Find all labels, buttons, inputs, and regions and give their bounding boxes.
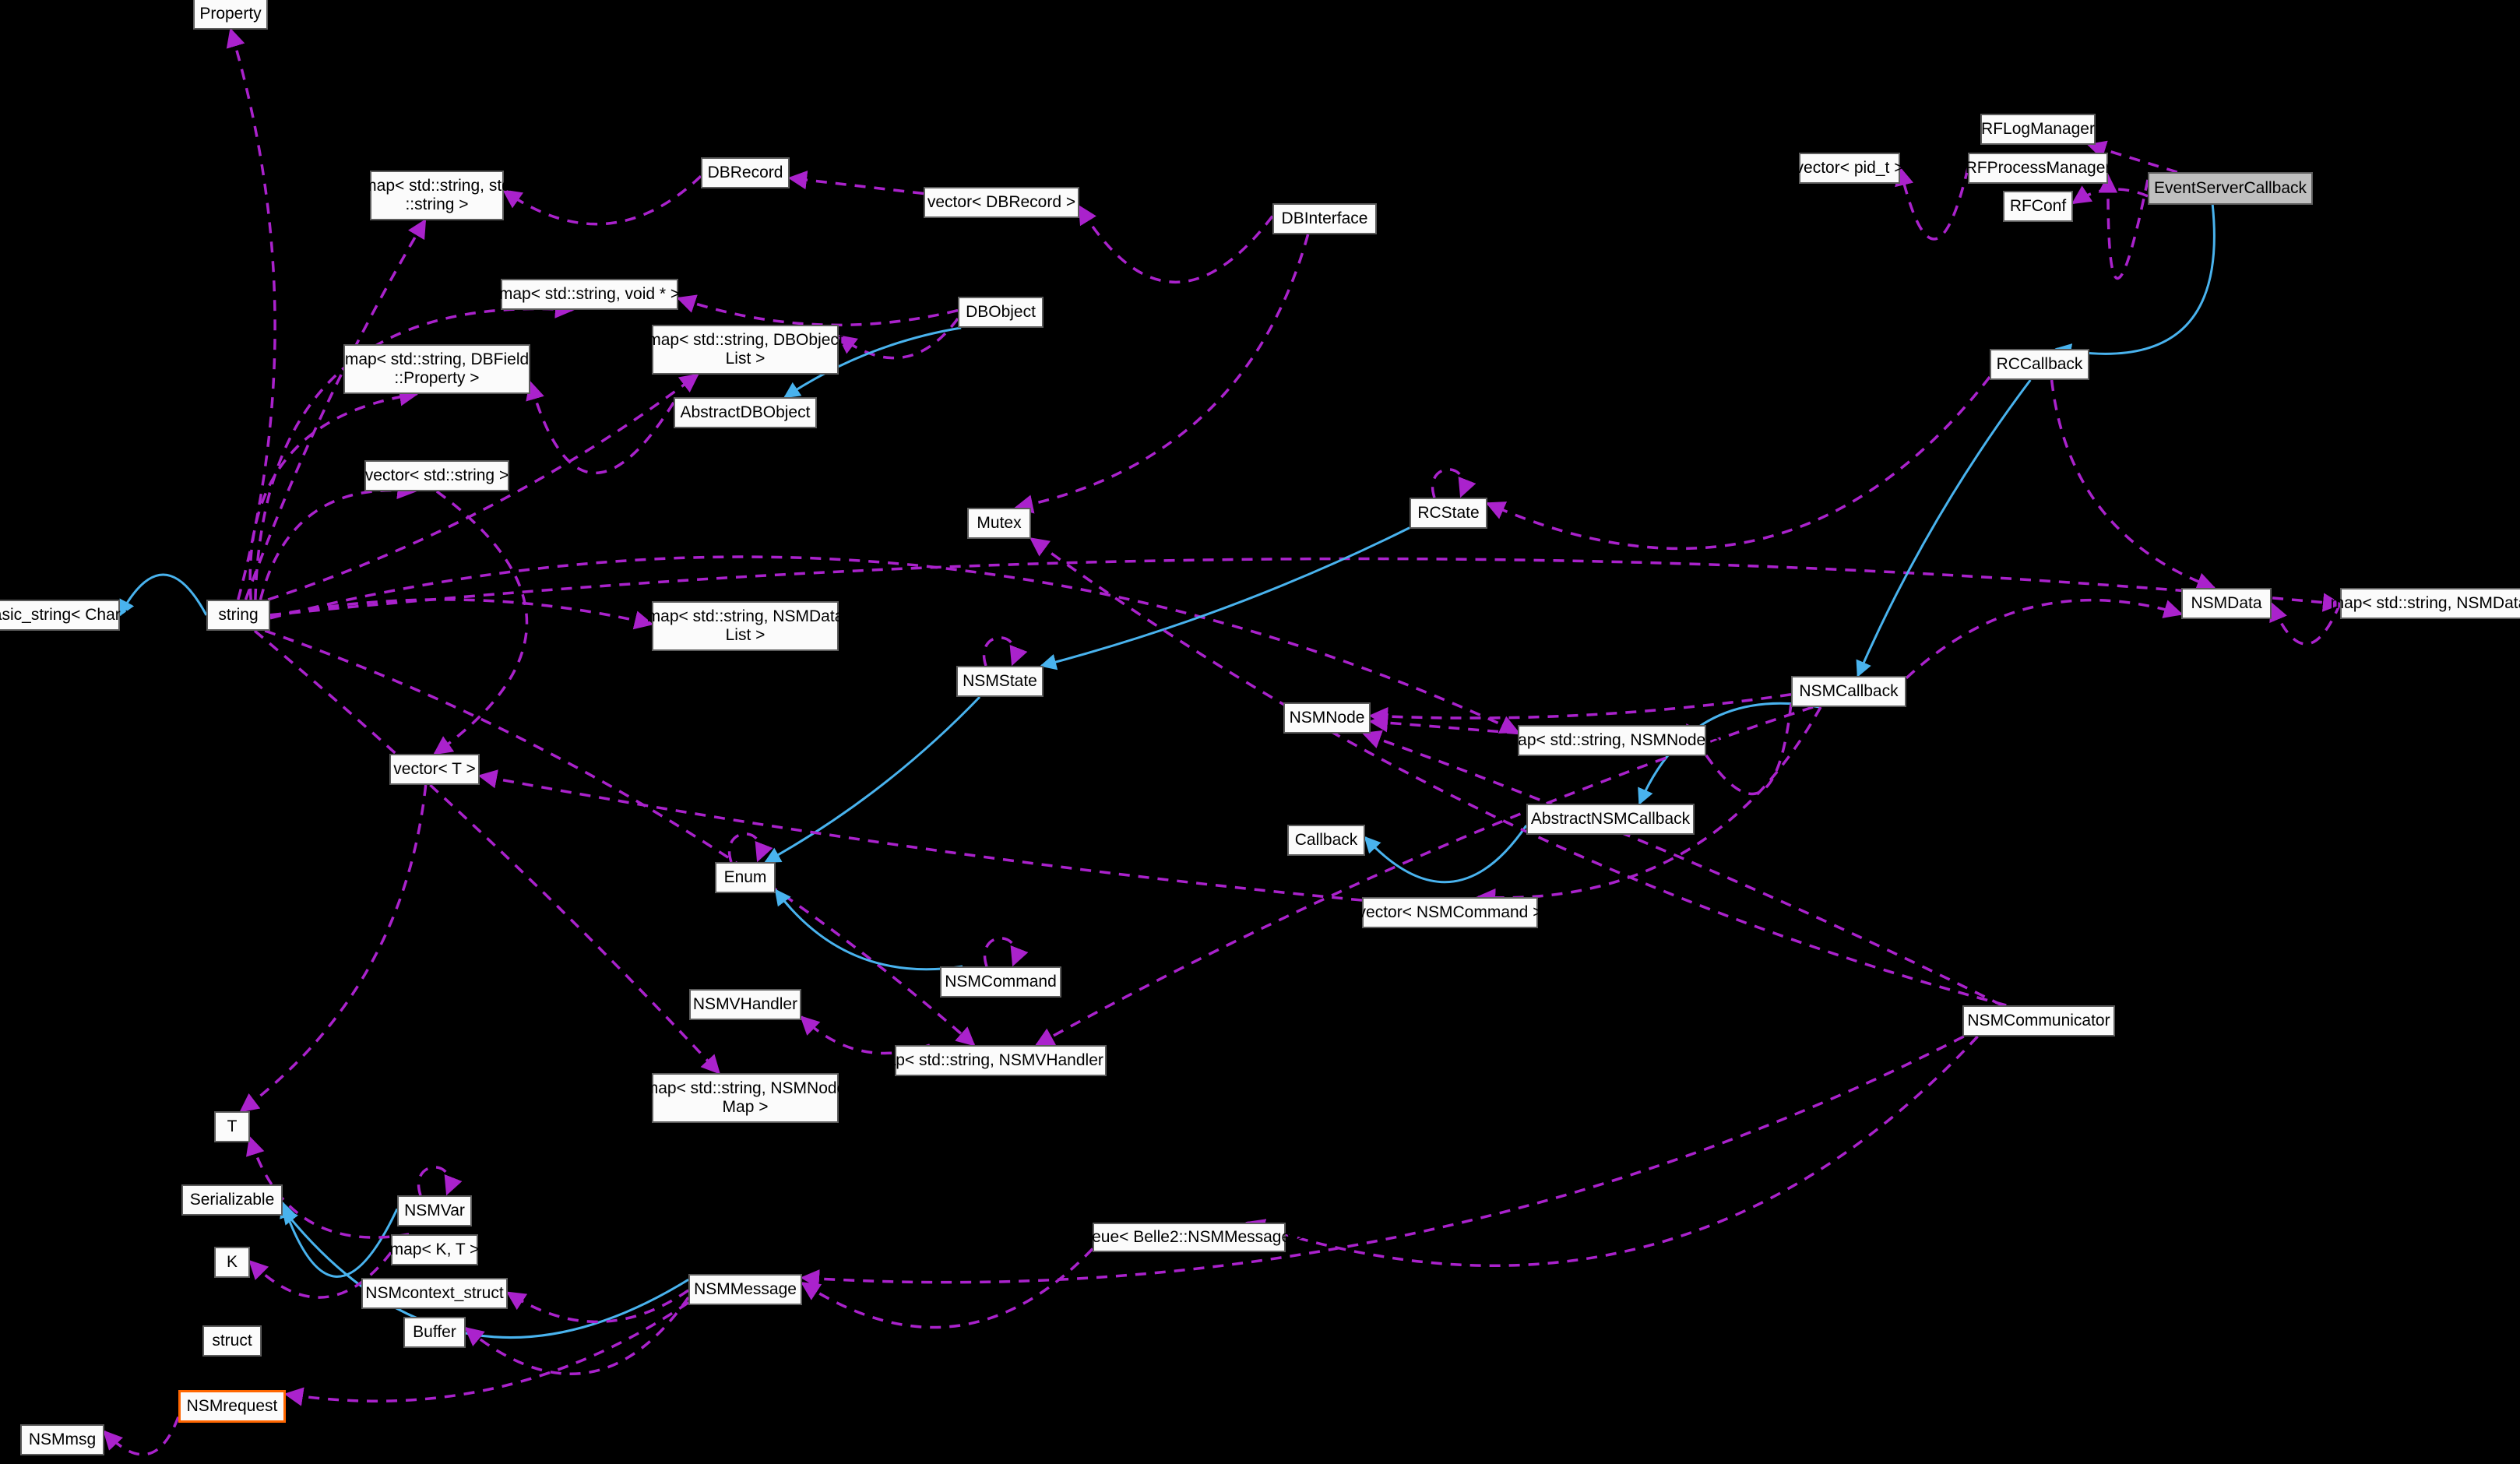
class-node-map_k_t[interactable]: map< K, T > xyxy=(390,1234,479,1265)
class-node-eventservercallback[interactable]: EventServerCallback xyxy=(2148,172,2313,205)
edge-eventservercallback-to-rfconf xyxy=(2071,185,2149,205)
class-node-queue_nsmmessage[interactable]: queue< Belle2::NSMMessage > xyxy=(1074,1223,1304,1252)
class-node-nsmvar[interactable]: NSMVar xyxy=(397,1195,472,1226)
class-node-rfconf[interactable]: RFConf xyxy=(2003,191,2073,222)
class-node-map_string_nsmdata[interactable]: map< std::string, NSMData > xyxy=(2331,588,2520,619)
class-node-vector_nsmcommand[interactable]: vector< NSMCommand > xyxy=(1358,897,1542,928)
edge-dbobject-to-map_string_voidp xyxy=(676,294,959,327)
edge-vector_dbrecord-to-dbrecord xyxy=(787,170,924,195)
edge-map_string_nsmnode-to-nsmnode xyxy=(1368,713,1519,735)
edge-vector_t-to-t xyxy=(239,784,428,1113)
edge-nsmmessage-to-serializable xyxy=(281,1207,689,1339)
class-node-serializable[interactable]: Serializable xyxy=(181,1184,283,1216)
edge-nsmmessage-to-nsmcontext_struct xyxy=(505,1289,689,1324)
edge-string-to-map_string_nsmdatalist xyxy=(269,598,654,630)
edge-rcstate-to-rcstate xyxy=(1431,468,1476,498)
class-node-rfprocessmanager[interactable]: RFProcessManager xyxy=(1966,153,2110,184)
edge-nsmrequest-to-nsmmsg xyxy=(103,1416,180,1456)
edge-vector_nsmcommand-to-vector_t xyxy=(477,769,1363,902)
class-node-buffer[interactable]: Buffer xyxy=(403,1317,466,1348)
edge-nsmcommand-to-nsmcommand xyxy=(983,937,1029,967)
class-node-string[interactable]: string xyxy=(206,600,270,631)
edge-string-to-map_string_string xyxy=(244,218,427,600)
edge-rcstate-to-nsmstate xyxy=(1040,526,1410,670)
class-node-map_string_nsmvhandler[interactable]: map< std::string, NSMVHandler * > xyxy=(873,1045,1128,1076)
class-node-rccallback[interactable]: RCCallback xyxy=(1990,349,2089,380)
edge-nsmcallback-to-nsmnode xyxy=(1368,693,1792,727)
class-node-abstractnsmcallback[interactable]: AbstractNSMCallback xyxy=(1526,804,1695,835)
edge-string-to-map_string_nsmnodemap xyxy=(253,629,721,1075)
class-node-nsmmsg[interactable]: NSMmsg xyxy=(20,1424,104,1455)
class-node-rflogmanager[interactable]: RFLogManager xyxy=(1980,114,2096,145)
edge-queue_nsmmessage-to-nsmmessage xyxy=(800,1248,1094,1329)
class-node-t[interactable]: T xyxy=(214,1111,250,1142)
class-node-nsmmessage[interactable]: NSMMessage xyxy=(688,1274,802,1305)
edge-dbinterface-to-mutex xyxy=(1013,234,1310,514)
class-node-rcstate[interactable]: RCState xyxy=(1410,498,1487,529)
edge-nsmmessage-to-nsmrequest xyxy=(283,1301,689,1406)
edge-string-to-vector_string xyxy=(259,480,417,600)
class-node-vector_string[interactable]: vector< std::string > xyxy=(364,460,509,491)
class-node-abstractdbobject[interactable]: AbstractDBObject xyxy=(674,397,817,428)
class-node-nsmnode[interactable]: NSMNode xyxy=(1283,702,1371,734)
edge-nsmstate-to-enum xyxy=(764,695,981,864)
edge-dbinterface-to-vector_dbrecord xyxy=(1078,204,1274,283)
class-node-map_string_nsmnodemap[interactable]: map< std::string, NSMNode Map > xyxy=(645,1073,846,1123)
class-node-map_string_dbfield[interactable]: map< std::string, DBField ::Property > xyxy=(343,344,530,394)
class-node-vector_pid_t[interactable]: vector< pid_t > xyxy=(1796,153,1903,184)
edge-string-to-map_string_dbfield xyxy=(248,387,419,600)
class-node-dbrecord[interactable]: DBRecord xyxy=(701,157,790,188)
edge-nsmcommunicator-to-mutex xyxy=(1029,537,2007,1007)
edge-rccallback-to-nsmcallback xyxy=(1856,379,2032,677)
edge-nsmcommunicator-to-queue_nsmmessage xyxy=(1245,1035,1979,1267)
class-node-vector_dbrecord[interactable]: vector< DBRecord > xyxy=(924,187,1079,218)
edge-string-to-map_string_nsmdata xyxy=(269,557,2342,617)
class-node-mutex[interactable]: Mutex xyxy=(967,508,1031,539)
class-node-nsmcallback[interactable]: NSMCallback xyxy=(1791,676,1906,707)
class-node-map_string_dbobjlist[interactable]: map< std::string, DBObject List > xyxy=(647,325,843,375)
edge-enum-to-enum xyxy=(727,832,773,863)
edge-abstractnsmcallback-to-callback xyxy=(1364,825,1528,884)
class-node-callback[interactable]: Callback xyxy=(1287,825,1365,856)
edge-nsmcommunicator-to-nsmnode xyxy=(1361,730,2003,1007)
edge-rccallback-to-rcstate xyxy=(1485,376,1991,551)
class-node-nsmstate[interactable]: NSMState xyxy=(956,666,1044,697)
edge-eventservercallback-to-rccallback xyxy=(2054,204,2216,360)
class-node-nsmcommunicator[interactable]: NSMCommunicator xyxy=(1962,1005,2115,1036)
class-node-nsmrequest[interactable]: NSMrequest xyxy=(178,1390,286,1423)
class-node-basic_string_char[interactable]: basic_string< Char > xyxy=(0,600,135,631)
class-node-map_string_nsmnode[interactable]: map< std::string, NSMNode > xyxy=(1505,725,1719,756)
edge-nsmvar-to-nsmvar xyxy=(417,1166,463,1196)
class-node-k[interactable]: K xyxy=(214,1247,250,1278)
edge-nsmcallback-to-nsmdata xyxy=(1905,598,2184,680)
edge-dbrecord-to-map_string_string xyxy=(502,174,702,226)
class-node-enum[interactable]: Enum xyxy=(715,862,776,893)
class-node-vector_t[interactable]: vector< T > xyxy=(389,754,480,785)
class-node-nsmvhandler[interactable]: NSMVHandler xyxy=(689,989,801,1020)
edge-nsmstate-to-nsmstate xyxy=(982,636,1028,667)
class-node-dbinterface[interactable]: DBInterface xyxy=(1272,203,1377,234)
class-node-nsmcommand[interactable]: NSMCommand xyxy=(940,966,1061,998)
edge-string-to-property xyxy=(226,27,276,600)
edge-eventservercallback-to-rfprocessmanager xyxy=(2098,174,2149,280)
edge-nsmcommand-to-enum xyxy=(774,889,963,971)
class-node-nsmdata[interactable]: NSMData xyxy=(2181,588,2272,619)
class-node-property[interactable]: Property xyxy=(193,0,268,30)
edge-nsmvar-to-serializable xyxy=(280,1201,399,1278)
edge-abstractdbobject-to-map_string_dbfield xyxy=(526,380,675,474)
class-node-nsmcontext_struct[interactable]: NSMcontext_struct xyxy=(361,1278,508,1309)
edge-nsmcallback-to-map_string_nsmvhandler xyxy=(1034,706,1814,1047)
edge-dbobject-to-map_string_dbobjlist xyxy=(837,318,959,360)
edge-rccallback-to-nsmdata xyxy=(2050,379,2216,591)
class-node-map_string_nsmdatalist[interactable]: map< std::string, NSMData List > xyxy=(647,601,843,651)
class-node-map_string_string[interactable]: map< std::string, std ::string > xyxy=(363,171,511,220)
edge-rfprocessmanager-to-vector_pid_t xyxy=(1895,166,1969,241)
edge-vector_string-to-vector_t xyxy=(433,490,529,755)
class-node-struct[interactable]: struct xyxy=(202,1325,262,1357)
edge-string-to-map_string_nsmvhandler xyxy=(264,629,976,1047)
class-node-dbobject[interactable]: DBObject xyxy=(958,297,1044,328)
class-node-map_string_voidp[interactable]: map< std::string, void * > xyxy=(499,279,680,310)
